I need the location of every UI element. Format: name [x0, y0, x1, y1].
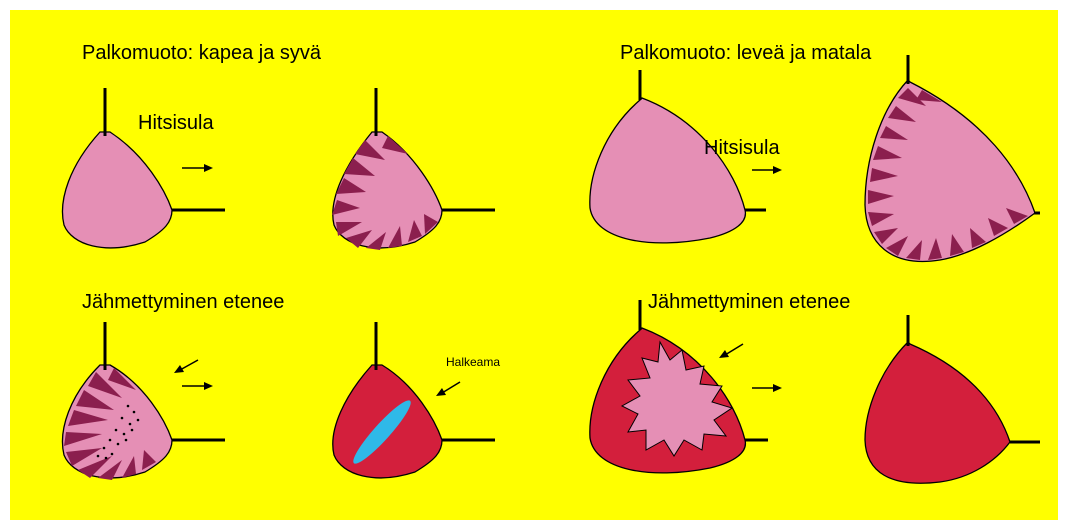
label-crack: Halkeama [446, 356, 500, 368]
weld-diagram-svg [10, 10, 1058, 520]
label-weld-pool-right: Hitsisula [704, 138, 780, 158]
title-narrow-deep: Palkomuoto: kapea ja syvä [82, 43, 321, 63]
diagram-panel: Palkomuoto: kapea ja syvä Palkomuoto: le… [10, 10, 1058, 520]
title-wide-shallow: Palkomuoto: leveä ja matala [620, 43, 871, 63]
label-weld-pool-left: Hitsisula [138, 113, 214, 133]
label-solidification-left: Jähmettyminen etenee [82, 292, 284, 312]
label-solidification-right: Jähmettyminen etenee [648, 292, 850, 312]
